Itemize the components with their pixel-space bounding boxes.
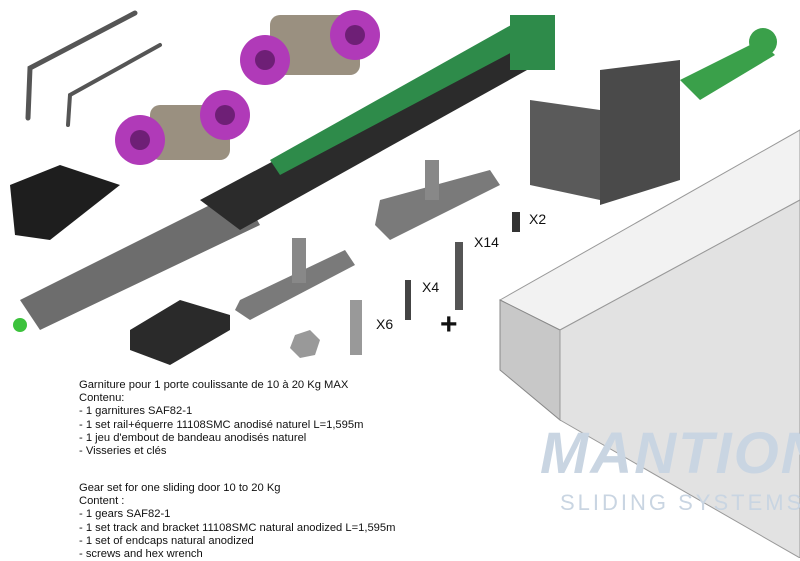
- description-heading: Content :: [79, 495, 125, 508]
- plus-sign: +: [440, 308, 458, 341]
- grub-screw: [512, 212, 520, 232]
- description-french: Garniture pour 1 porte coulissante de 10…: [79, 379, 363, 458]
- description-item: - 1 garnitures SAF82-1: [79, 405, 193, 418]
- description-title: Gear set for one sliding door 10 to 20 K…: [79, 482, 281, 494]
- green-clip-ring: [749, 28, 777, 56]
- wall-plug: [350, 300, 362, 355]
- description-heading: Contenu:: [79, 392, 125, 405]
- endcap: [600, 60, 680, 205]
- description-item: - 1 gears SAF82-1: [79, 508, 171, 521]
- soft-close-damper: [13, 15, 555, 332]
- watermark-brand: MANTION: [540, 421, 800, 486]
- stopper: [10, 165, 120, 240]
- description-item: - 1 set track and bracket 11108SMC natur…: [79, 521, 396, 534]
- description-title: Garniture pour 1 porte coulissante de 10…: [79, 379, 349, 391]
- pivot-bracket-top: [375, 160, 500, 240]
- quantity-x14: X14: [474, 234, 499, 250]
- floor-guide: [130, 300, 230, 365]
- green-clip: [680, 40, 775, 100]
- hex-wrench-small: [66, 43, 162, 127]
- hex-nut: [290, 330, 320, 358]
- description-item: - screws and hex wrench: [79, 548, 203, 561]
- watermark-tagline: SLIDING SYSTEMS: [560, 490, 800, 515]
- description-english: Gear set for one sliding door 10 to 20 K…: [79, 482, 395, 561]
- wood-screw: [405, 280, 411, 320]
- quantity-x6: X6: [376, 316, 394, 332]
- trolley-left: [115, 90, 250, 165]
- description-item: - 1 set rail+équerre 11108SMC anodisé na…: [79, 418, 364, 431]
- description-item: - 1 set of endcaps natural anodized: [79, 534, 254, 547]
- trolley-right: [240, 10, 380, 85]
- quantity-x4: X4: [422, 279, 440, 295]
- quantity-x2: X2: [529, 211, 547, 227]
- description-item: - 1 jeu d'embout de bandeau anodisés nat…: [79, 431, 307, 444]
- pivot-bracket-bottom: [235, 238, 355, 320]
- endcap: [530, 100, 600, 200]
- description-item: - Visseries et clés: [79, 445, 167, 458]
- aluminium-track: [498, 129, 800, 558]
- long-screw: [455, 242, 463, 310]
- hex-wrench-large: [25, 10, 138, 121]
